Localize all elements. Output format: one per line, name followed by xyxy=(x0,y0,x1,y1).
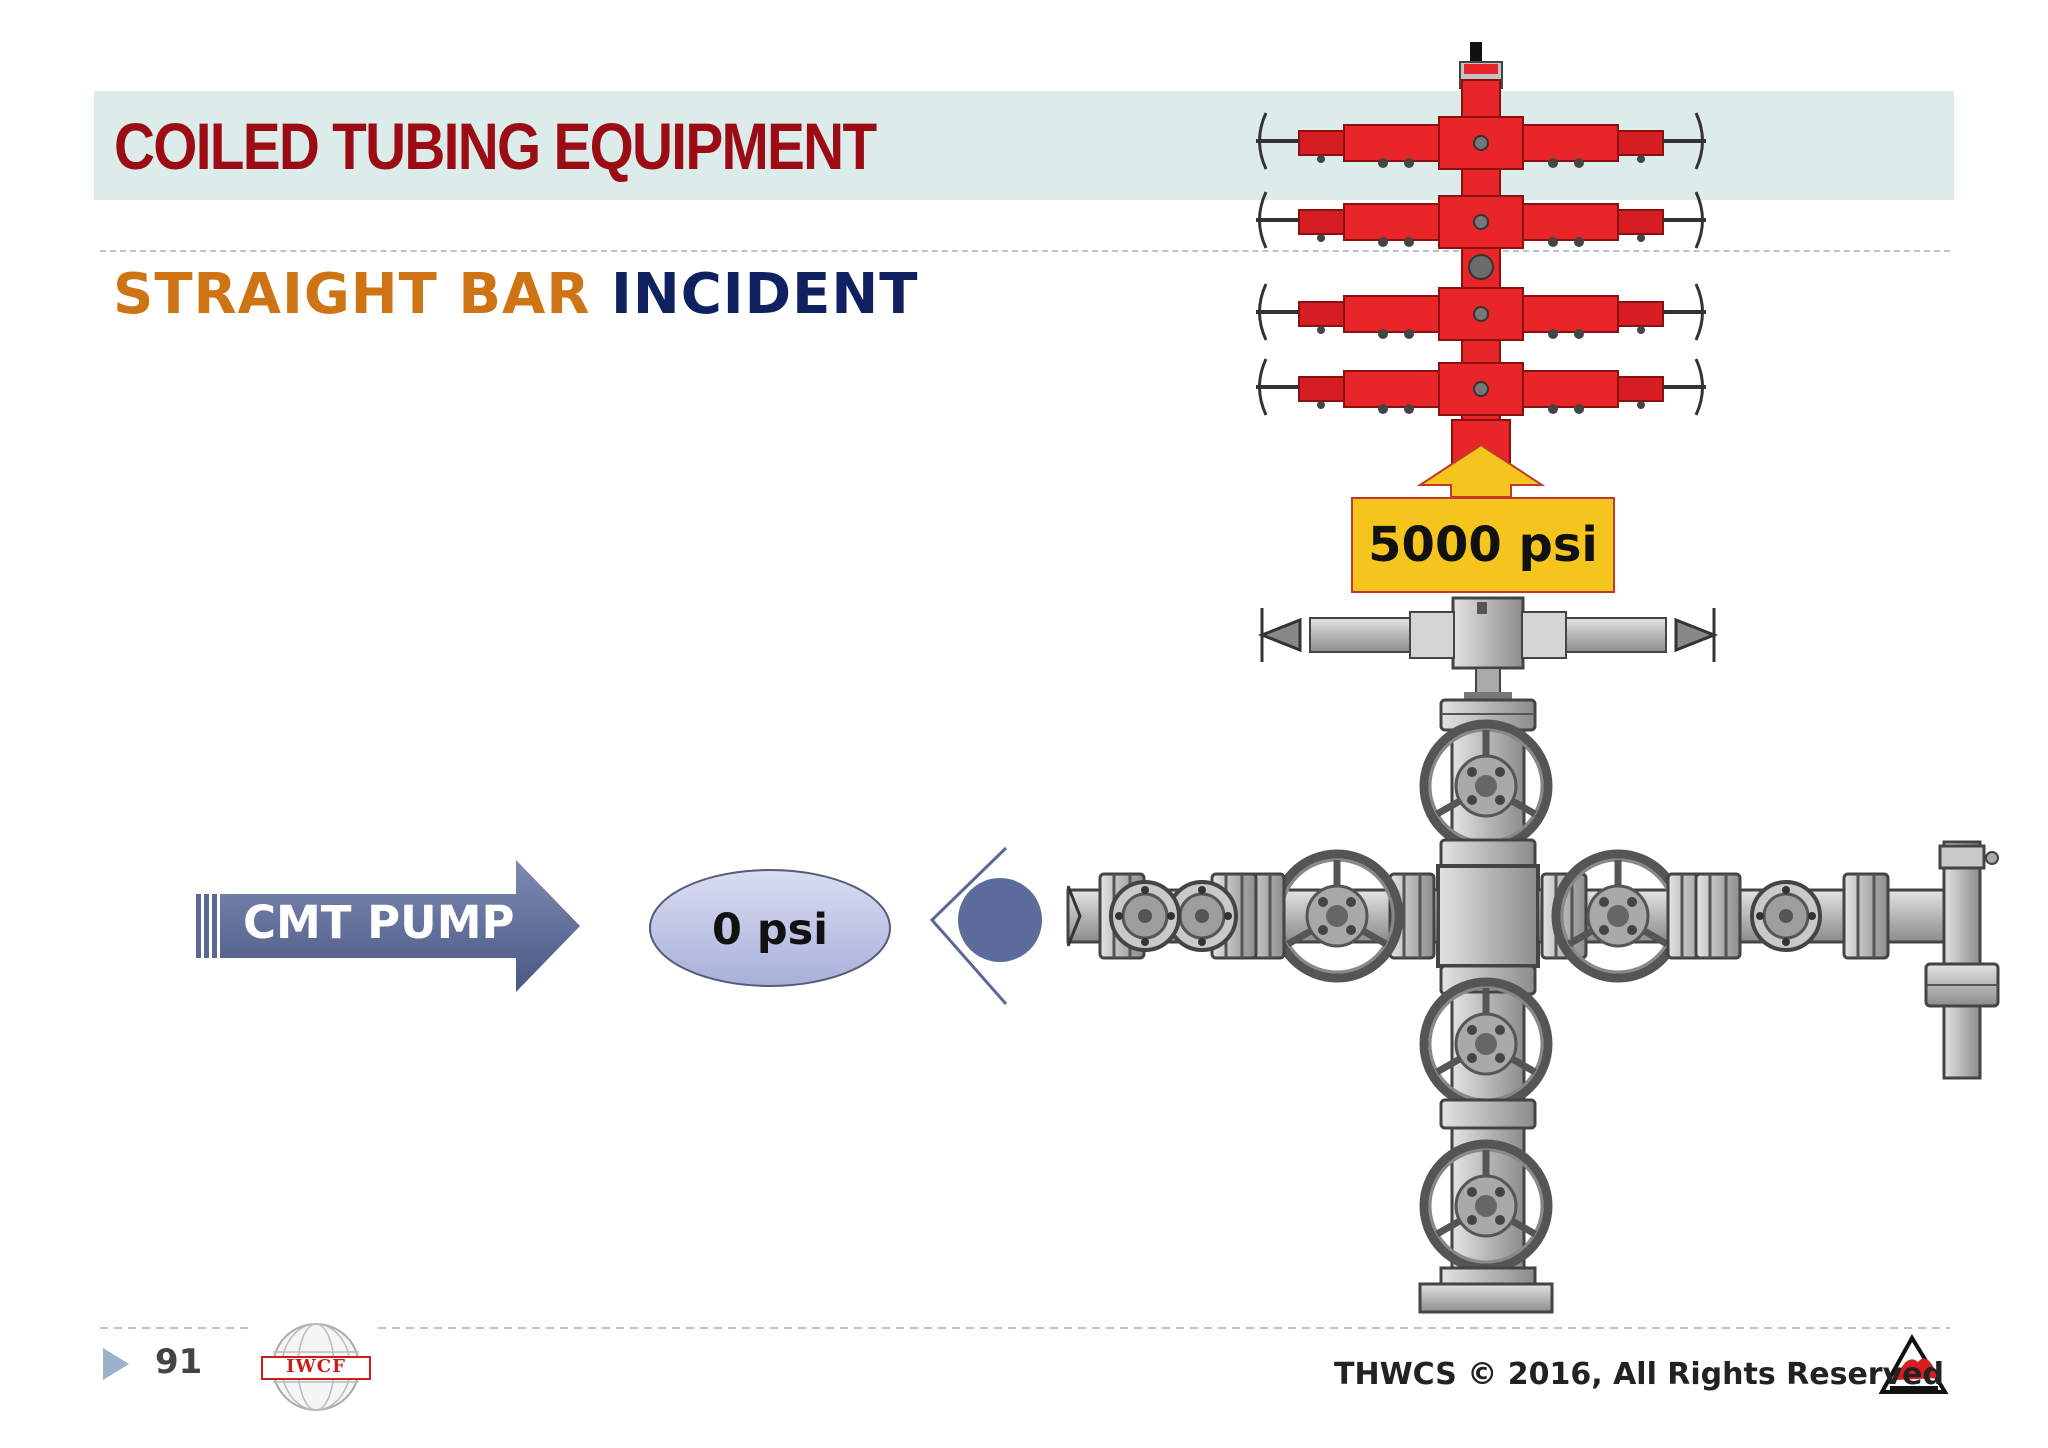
copyright-text: THWCS © 2016, All Rights Reserved xyxy=(1334,1357,1944,1392)
flow-cross xyxy=(1257,596,1719,700)
christmas-tree xyxy=(1066,698,2000,1314)
slide-title: COILED TUBING EQUIPMENT xyxy=(114,109,877,183)
pump-pressure-label: 0 psi xyxy=(711,905,828,955)
divider-top xyxy=(100,250,1950,252)
slide-subtitle: STRAIGHT BAR INCIDENT xyxy=(113,262,918,327)
iwcf-logo xyxy=(261,1323,371,1411)
subtitle-part-1: STRAIGHT BAR xyxy=(113,262,591,327)
subtitle-part-2: INCIDENT xyxy=(611,262,919,327)
thwcs-logo xyxy=(1878,1334,1949,1394)
cmt-pump-label: CMT PUMP xyxy=(243,896,515,949)
page-marker-icon xyxy=(103,1348,129,1380)
bop-stack xyxy=(1254,42,1708,498)
check-valve xyxy=(929,846,1042,1005)
well-pressure-box: 5000 psi xyxy=(1351,497,1615,593)
pump-pressure-oval xyxy=(649,869,891,987)
cmt-pump-arrow xyxy=(196,860,580,992)
iwcf-logo-text: IWCF xyxy=(286,1356,346,1377)
page-number: 91 xyxy=(155,1342,203,1382)
